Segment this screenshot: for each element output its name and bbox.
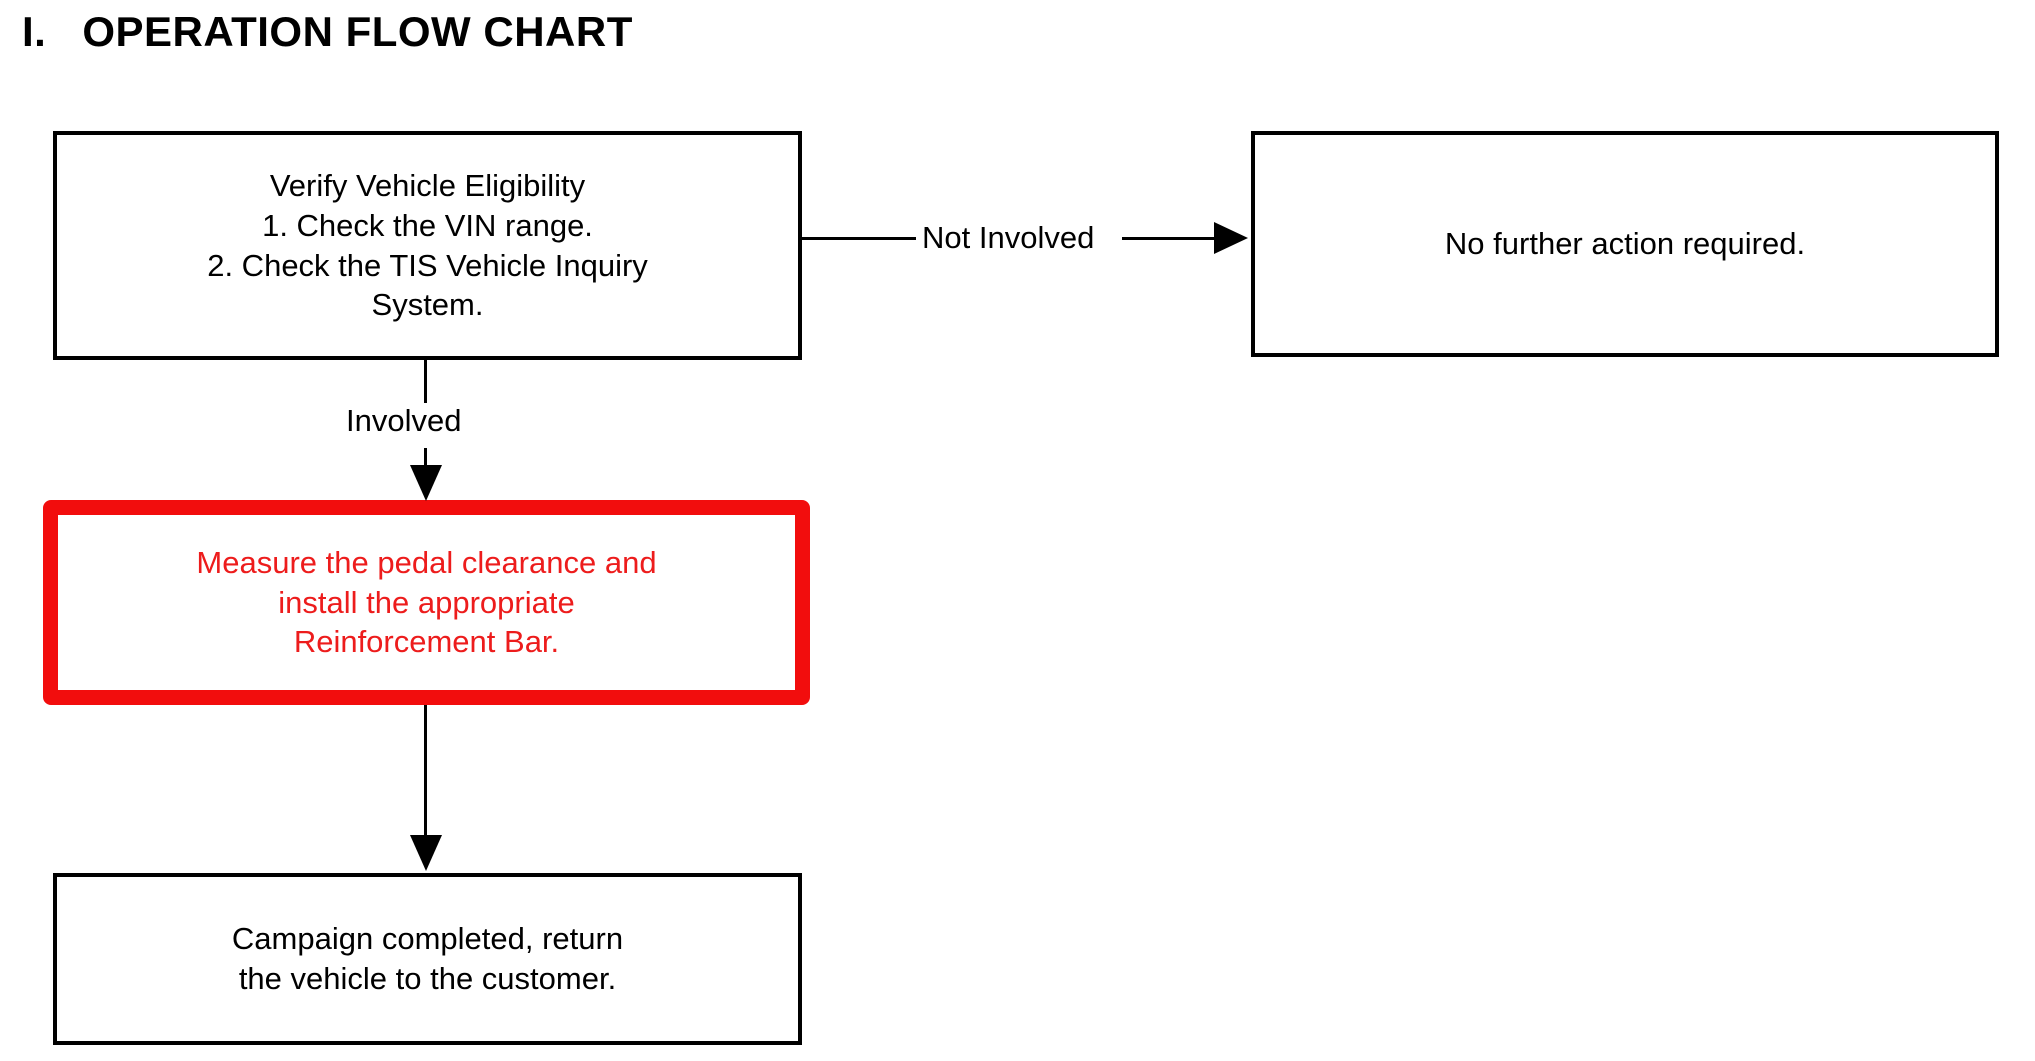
page-title: I. OPERATION FLOW CHART (22, 8, 633, 56)
flow-node-campaign-completed-label: Campaign completed, return the vehicle t… (231, 921, 624, 996)
edge-label-not-involved: Not Involved (916, 220, 1101, 255)
arrow-down-icon (410, 835, 442, 871)
page-title-numeral: I. (22, 8, 47, 55)
edge-not-involved-line-left (802, 237, 922, 240)
arrow-down-icon (410, 465, 442, 501)
flow-node-verify-eligibility: Verify Vehicle Eligibility 1. Check the … (53, 131, 802, 360)
flow-node-campaign-completed: Campaign completed, return the vehicle t… (53, 873, 802, 1045)
edge-not-involved-line-right (1122, 237, 1220, 240)
flow-node-no-further-action: No further action required. (1251, 131, 1999, 357)
edge-involved-line-top (424, 360, 427, 415)
edge-label-involved: Involved (340, 403, 468, 438)
edge-measure-to-complete-line (424, 705, 427, 843)
flow-node-measure-pedal-clearance-label: Measure the pedal clearance and install … (196, 544, 657, 660)
flow-node-measure-pedal-clearance: Measure the pedal clearance and install … (43, 500, 810, 705)
flow-node-verify-eligibility-label: Verify Vehicle Eligibility 1. Check the … (207, 168, 648, 323)
flow-node-no-further-action-label: No further action required. (1444, 226, 1806, 262)
arrow-right-icon (1214, 222, 1248, 254)
page-title-text: OPERATION FLOW CHART (82, 8, 633, 55)
